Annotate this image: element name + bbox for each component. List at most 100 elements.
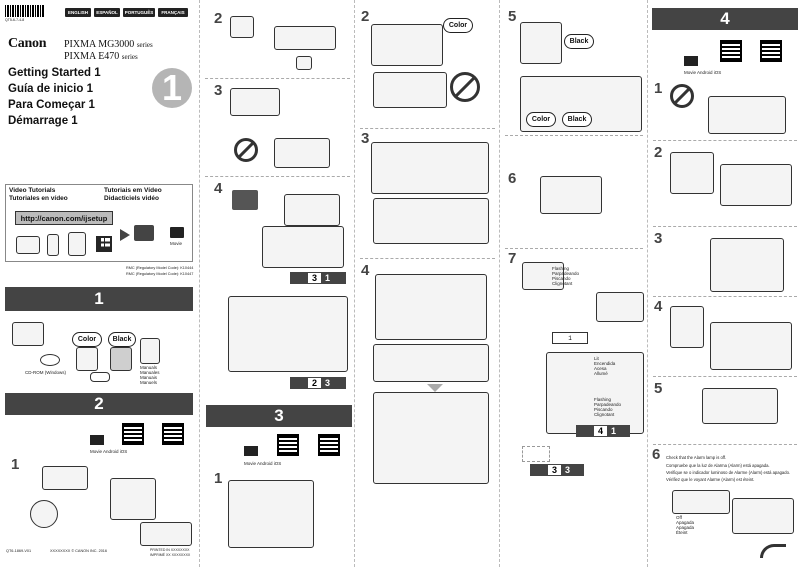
- alarm-en: Check that the Alarm lamp is off.: [666, 455, 727, 460]
- turn-page-icon[interactable]: [760, 544, 786, 558]
- divider-e2: [653, 226, 797, 227]
- goto-3-num: 3: [308, 273, 322, 283]
- setup-url[interactable]: http://canon.com/ijsetup: [20, 213, 108, 223]
- cartridge-installed-image: [373, 392, 489, 484]
- book-icon: [134, 225, 154, 241]
- flash2-fr: Clignotant: [594, 412, 615, 417]
- goto-section-3b[interactable]: 3 3: [530, 464, 584, 476]
- lamp-status-box: [228, 296, 348, 372]
- step-3e-label: 3: [654, 230, 663, 247]
- paper-loaded-image: [710, 322, 792, 370]
- tape-piece-image: [296, 56, 312, 70]
- display-value: 1: [568, 334, 572, 342]
- panel-d: 5 Black Color Black 6 7 Flashing Parpade…: [500, 0, 648, 567]
- goto-section-2[interactable]: 2 3: [290, 377, 346, 389]
- black-cartridge-insert-image: [520, 22, 562, 64]
- panel-c: 2 Color 3 4: [355, 0, 500, 567]
- step-7-label: 7: [508, 250, 517, 267]
- off-pt: Apagada: [676, 525, 695, 530]
- no-open-icon: [670, 84, 694, 108]
- footer-printed: PRINTED IN XXXXXXXX: [150, 548, 190, 552]
- panel-lamp-image: [522, 262, 564, 290]
- section-1-number: 1: [94, 289, 104, 308]
- printer-back-image: [274, 138, 330, 168]
- divider-e5: [653, 444, 797, 445]
- section-4-number: 4: [720, 9, 730, 28]
- goto-section-3[interactable]: 3 1: [290, 272, 346, 284]
- display-readout: 1: [552, 332, 588, 344]
- lang-portugues[interactable]: PORTUGUÊS: [123, 8, 155, 17]
- printer-tape-image: [110, 478, 156, 520]
- qr-android-4: [720, 40, 742, 62]
- alarm-es: Compruebe que la luz de Alarma (Alarm) e…: [666, 463, 770, 468]
- section-3-header: 3: [206, 405, 352, 427]
- flashing-fr: Clignotant: [552, 281, 573, 286]
- output-tray-image: [702, 388, 778, 424]
- power-button-icon[interactable]: [232, 190, 258, 210]
- lang-english[interactable]: ENGLISH: [65, 8, 91, 17]
- step-5e-label: 5: [654, 380, 663, 397]
- panel-e: 4 Movie Android iOS 1 2 3 4 5 6 Check th…: [648, 0, 802, 567]
- unpack-printer-image: [42, 466, 88, 490]
- divider-b1: [205, 78, 350, 79]
- goto-2-num: 2: [308, 378, 322, 388]
- no-touch-icon: [450, 72, 480, 102]
- alarm-lamp-icon: [522, 446, 550, 462]
- footer-imprime: IMPRIMÉ XX XXXXXXXX: [150, 553, 191, 557]
- cartridge-unpack-image: [371, 24, 443, 66]
- movie-label: Movie: [170, 241, 183, 246]
- qr-android-3: [277, 434, 299, 456]
- goto-3-sub: 1: [325, 273, 331, 283]
- flash2-pt: Piscando: [594, 407, 613, 412]
- movie-os-label-4: Movie Android iOS: [684, 70, 722, 75]
- cartridge-lock-image: [375, 274, 487, 340]
- section-4-header: 4: [652, 8, 798, 30]
- video-label-en: Video Tutorials: [9, 187, 56, 194]
- divider-c2: [360, 258, 495, 259]
- video-box: [5, 184, 193, 262]
- qr-ios-3: [318, 434, 340, 456]
- goto-4-num: 4: [594, 426, 608, 436]
- model-line-2: PIXMA E470 series: [64, 51, 138, 62]
- movie-os-label: Movie Android iOS: [90, 449, 128, 454]
- divider-e1: [653, 140, 797, 141]
- cartridge-click-images: [373, 344, 489, 382]
- goto-3b-num: 3: [548, 465, 562, 475]
- paper-guide-image: [670, 152, 714, 194]
- color-slot-label: Color: [526, 112, 556, 127]
- divider-c1: [360, 128, 495, 129]
- printer-front-image: [284, 194, 340, 226]
- lit-pt: Acesa: [594, 366, 607, 371]
- slide-guide-image: [670, 306, 704, 348]
- divider-d2: [505, 248, 643, 249]
- step-4c-label: 4: [361, 262, 370, 279]
- arrow-right-icon: [120, 229, 130, 241]
- arrow-down-icon: [427, 384, 443, 392]
- lit-es: Encendida: [594, 361, 616, 366]
- barcode-text: QT5-6-7-4-8: [5, 18, 25, 22]
- load-paper-image: [710, 238, 784, 292]
- title-pt: Para Começar 1: [8, 99, 95, 111]
- model-pixma-2: PIXMA: [64, 51, 96, 62]
- movie-camera-icon-3: [244, 446, 258, 456]
- flash2-en: Flashing: [594, 397, 612, 402]
- divider-e4: [653, 376, 797, 377]
- power-cord-image: [90, 372, 110, 382]
- black-cartridge-label: Black: [564, 34, 594, 49]
- step-3c-label: 3: [361, 130, 370, 147]
- goto-section-4[interactable]: 4 1: [576, 425, 630, 437]
- lang-espanol[interactable]: ESPAÑOL: [94, 8, 120, 17]
- packing-material-image: [30, 500, 58, 528]
- no-usb-icon: [234, 138, 258, 162]
- movie-os-label-3: Movie Android iOS: [244, 461, 282, 466]
- cartridge-tape-image: [373, 72, 447, 108]
- section-2-header: 2: [5, 393, 193, 415]
- goto-4-sub: 1: [611, 426, 617, 436]
- step-2-label: 2: [214, 10, 223, 27]
- remove-tape-image: [230, 16, 254, 38]
- movie-camera-icon-4: [684, 56, 698, 66]
- lang-francais[interactable]: FRANÇAIS: [158, 8, 188, 17]
- model-suffix-2: series: [121, 53, 138, 61]
- cdrom-label: CD-ROM (Windows): [25, 370, 66, 375]
- url-box[interactable]: http://canon.com/ijsetup: [15, 211, 113, 225]
